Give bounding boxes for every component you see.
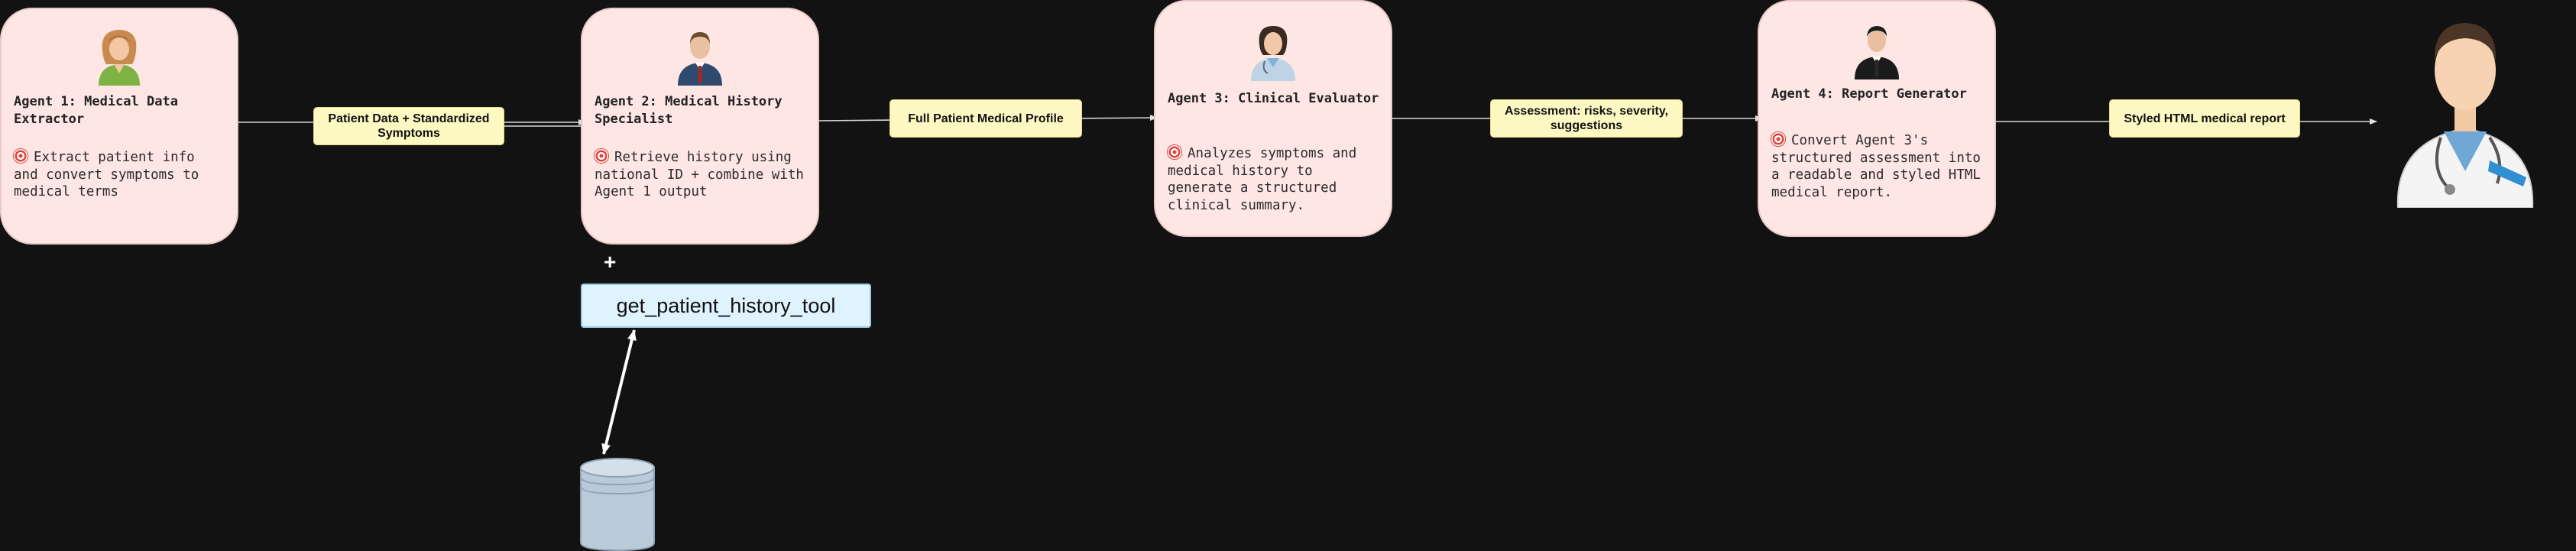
agent-description-block: Retrieve history using national ID + com… (595, 149, 807, 201)
flow-label-agent4-output: Styled HTML medical report (2109, 99, 2300, 138)
target-icon (1771, 132, 1785, 146)
database-icon (580, 458, 655, 551)
target-icon (595, 149, 608, 163)
agent-title: Agent 4: Report Generator (1771, 86, 1967, 102)
agent-description-block: Convert Agent 3's structured assessment … (1771, 132, 1984, 201)
flow-label-agent1-agent2: Patient Data + Standardized Symptoms (313, 107, 504, 145)
doctor-icon (2396, 23, 2534, 208)
agent-card-4[interactable]: Agent 4: Report Generator Convert Agent … (1758, 0, 1996, 237)
agent-title: Agent 1: Medical Data Extractor (14, 94, 178, 127)
agent-card-3[interactable]: Agent 3: Clinical Evaluator Analyzes sym… (1154, 0, 1392, 237)
tool-database-link (601, 329, 637, 455)
flow-label-agent3-agent4: Assessment: risks, severity, suggestions (1490, 99, 1683, 138)
agent-description: Extract patient info and convert symptom… (14, 150, 199, 199)
agent-description-block: Extract patient info and convert symptom… (14, 149, 226, 201)
male-agent-avatar-icon (678, 32, 722, 86)
female-doctor-avatar-icon (1251, 26, 1295, 81)
flow-label-agent2-agent3: Full Patient Medical Profile (889, 99, 1082, 138)
tool-box[interactable]: get_patient_history_tool (581, 284, 871, 328)
agent-title: Agent 2: Medical History Specialist (595, 94, 783, 127)
plus-sign: + (604, 250, 617, 274)
female-agent-avatar-icon (99, 30, 140, 86)
agent-description: Analyzes symptoms and medical history to… (1168, 146, 1357, 213)
businessman-avatar-icon (1855, 26, 1899, 79)
target-icon (1168, 145, 1181, 159)
agent-description: Retrieve history using national ID + com… (595, 150, 804, 199)
agent-description: Convert Agent 3's structured assessment … (1771, 133, 1981, 200)
agent-title: Agent 3: Clinical Evaluator (1168, 91, 1379, 106)
agent-card-1[interactable]: Agent 1: Medical Data Extractor Extract … (0, 8, 238, 245)
agent-card-2[interactable]: Agent 2: Medical History Specialist Retr… (581, 8, 819, 245)
agent-description-block: Analyzes symptoms and medical history to… (1168, 145, 1380, 214)
target-icon (14, 149, 28, 163)
